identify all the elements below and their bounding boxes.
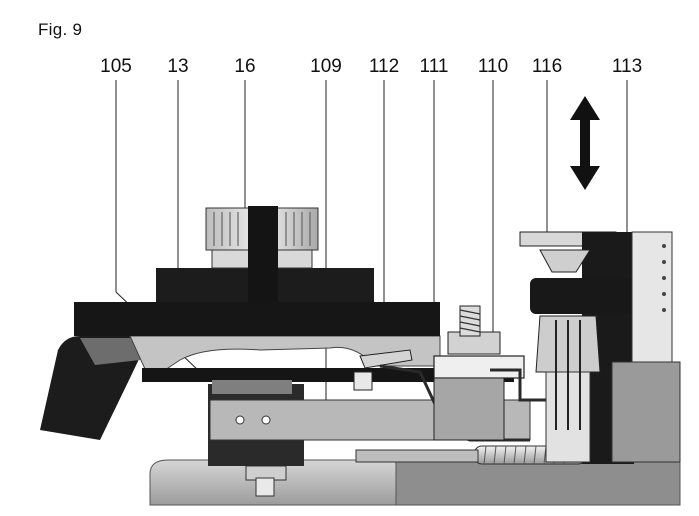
ref-label-112: 112 xyxy=(368,56,400,77)
ref-label-16: 16 xyxy=(234,56,256,77)
knob-16 xyxy=(205,206,319,302)
reference-labels: 105 13 16 109 112 111 110 116 113 xyxy=(0,0,699,90)
left-body xyxy=(40,336,150,440)
ref-label-105: 105 xyxy=(100,56,132,77)
ref-label-113: 113 xyxy=(611,56,643,77)
ref-label-116: 116 xyxy=(531,56,563,77)
ref-label-13: 13 xyxy=(167,56,189,77)
movement-arrow xyxy=(570,96,600,190)
base-housing xyxy=(149,459,681,506)
ref-label-111: 111 xyxy=(419,56,449,77)
screw-110 xyxy=(459,305,481,337)
frame-113 xyxy=(611,231,681,463)
ref-label-109: 109 xyxy=(310,56,342,77)
ref-label-110: 110 xyxy=(477,56,509,77)
figure-caption: Fig. 9 xyxy=(38,20,83,39)
main-plate xyxy=(74,302,440,336)
